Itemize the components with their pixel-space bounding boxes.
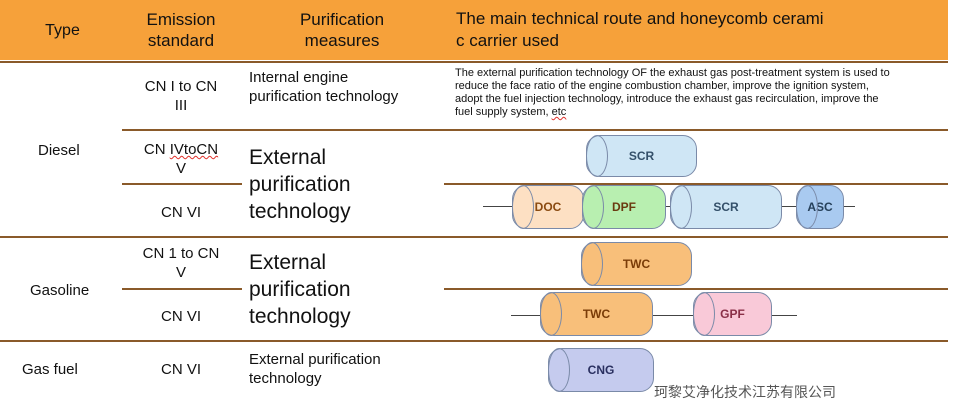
carrier-twc-gasoline-vi: TWC bbox=[540, 292, 653, 336]
rule-diesel-1 bbox=[122, 129, 948, 131]
type-diesel: Diesel bbox=[38, 142, 80, 159]
rule-top bbox=[0, 61, 948, 63]
header-band bbox=[0, 0, 948, 60]
company-name: 珂黎艾净化技术江苏有限公司 bbox=[654, 384, 836, 400]
std-gas-fuel: CN VI bbox=[160, 361, 201, 378]
header-type: Type bbox=[45, 21, 80, 39]
carrier-asc: ASC bbox=[796, 185, 844, 229]
axis-gasoline-vi bbox=[511, 315, 797, 316]
rule-section-gasfuel bbox=[0, 340, 948, 342]
rule-gasoline-1b bbox=[444, 288, 948, 290]
axis-diesel-vi bbox=[483, 206, 855, 207]
route-diesel-internal-text: The external purification technology OF … bbox=[455, 67, 890, 118]
rule-gasoline-1 bbox=[122, 288, 242, 290]
std-diesel-2: CN IVtoCN V bbox=[143, 141, 219, 177]
std-diesel-3: CN VI bbox=[160, 204, 201, 221]
rule-section-gasoline bbox=[0, 236, 948, 238]
carrier-doc: DOC bbox=[512, 185, 584, 229]
carrier-cng: CNG bbox=[548, 348, 654, 392]
std-gasoline-2: CN VI bbox=[160, 308, 201, 325]
carrier-twc-gasoline-1: TWC bbox=[581, 242, 692, 286]
carrier-scr-diesel-iv: SCR bbox=[586, 135, 697, 177]
rule-diesel-2b bbox=[444, 183, 948, 185]
type-gasoline: Gasoline bbox=[30, 282, 90, 299]
header-route: The main technical route and honeycomb c… bbox=[456, 9, 824, 50]
carrier-scr-diesel-vi: SCR bbox=[670, 185, 782, 229]
type-gas-fuel: Gas fuel bbox=[22, 361, 78, 378]
carrier-gpf: GPF bbox=[693, 292, 772, 336]
rule-diesel-2 bbox=[122, 183, 242, 185]
carrier-dpf: DPF bbox=[582, 185, 666, 229]
